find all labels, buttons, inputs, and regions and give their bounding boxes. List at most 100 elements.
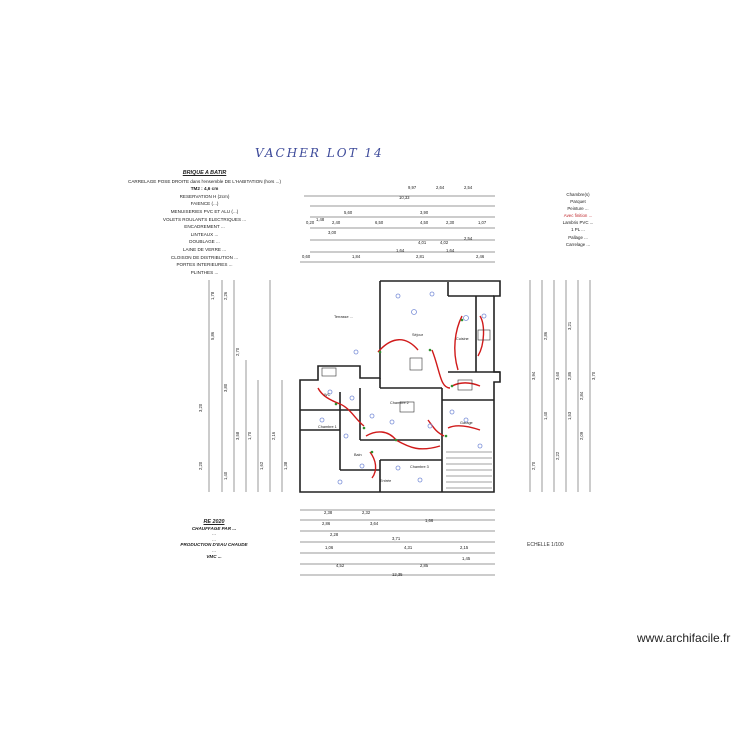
room-label: Entrée: [380, 479, 391, 483]
dim-label: 2,28: [330, 532, 339, 537]
dim-label: 3,80: [223, 383, 228, 392]
spec-line: Peinture ...: [567, 206, 589, 212]
dim-label: 1,70: [247, 431, 252, 440]
dim-label: 1,64: [396, 248, 405, 253]
dim-label: 1,07: [478, 220, 487, 225]
dim-label: 5,60: [344, 210, 353, 215]
dim-label: 1,38: [283, 461, 288, 470]
dim-label: 1,45: [462, 556, 471, 561]
specs-heading: RE 2020: [203, 519, 225, 525]
spec-line: MENUISERIES PVC ET ALU (...): [170, 208, 239, 214]
spec-line: ...: [212, 547, 216, 553]
walls: [299, 280, 501, 493]
dim-label: 2,30: [446, 220, 455, 225]
room-label: Terrasse ...: [334, 315, 353, 319]
watermark: www.archifacile.fr: [637, 631, 731, 645]
spec-line: LINTEAUX ...: [190, 231, 219, 237]
spec-line: RESERVATION H (2cm): [179, 193, 230, 199]
dim-label: 2,85: [420, 563, 429, 568]
spec-line: FAIENCE (...): [190, 201, 219, 207]
dim-label: 3,21: [567, 321, 572, 330]
dim-label: 9,97: [408, 185, 417, 190]
dim-label: 1,84: [352, 254, 361, 259]
dim-label: 4,02: [440, 240, 449, 245]
dimension-lines: [208, 195, 591, 576]
dim-label: 2,84: [579, 391, 584, 400]
dim-label: 1,48: [316, 217, 325, 222]
room-label: Cuisine: [456, 337, 469, 341]
spec-line: 1 PL ...: [571, 227, 585, 233]
spec-line: PRODUCTION D'EAU CHAUDE: [180, 542, 248, 548]
dim-label: 2,81: [416, 254, 425, 259]
staircase: [446, 451, 492, 489]
left-specifications: BRIQUE A BATIR CARRELAGE POSE DROITE dan…: [112, 170, 297, 276]
spec-line: ENCADREMENT ...: [184, 224, 225, 230]
room-labels: Terrasse ... Séjour Cuisine Chambre 1 Ch…: [318, 315, 473, 483]
spec-line: PORTES INTERIEURES ...: [176, 262, 233, 268]
right-dimension-labels: 3,94 2,86 1,40 3,60 3,21 2,85 1,53 2,22 …: [531, 321, 596, 470]
room-label: Garage: [460, 421, 473, 425]
dim-label: 3,58: [235, 431, 240, 440]
dim-label: 4,01: [418, 240, 427, 245]
dim-label: 1,40: [223, 471, 228, 480]
dim-label: 5,86: [210, 331, 215, 340]
spec-line: VOLETS ROULANTS ELECTRIQUES ...: [162, 216, 247, 222]
dim-label: 4,50: [420, 220, 429, 225]
spec-line-red: Avec finition ...: [563, 213, 593, 219]
dim-label: 3,60: [555, 371, 560, 380]
dim-label: 1,64: [446, 248, 455, 253]
room-label: Bain: [354, 453, 362, 457]
dim-label: 2,32: [362, 510, 371, 515]
electrical-circuits: [317, 315, 485, 479]
dim-label: 1,78: [210, 291, 215, 300]
spec-line: Carrelage ...: [565, 241, 591, 247]
room-label: WC: [324, 393, 331, 397]
dim-label: 2,38: [324, 510, 333, 515]
electrical-symbols: [319, 291, 487, 485]
dim-label: 3,70: [591, 371, 596, 380]
dim-label: 0,20: [306, 220, 315, 225]
specs-heading: BRIQUE A BATIR: [182, 170, 227, 176]
dim-label: 1,62: [259, 461, 264, 470]
dim-label: 3,90: [420, 210, 429, 215]
spec-line: ...: [212, 531, 216, 537]
spec-line: ...: [212, 536, 216, 542]
dim-label: 2,86: [322, 521, 331, 526]
bottom-specifications: RE 2020 CHAUFFAGE PAR ... ... ... PRODUC…: [160, 519, 268, 559]
left-dimension-labels: 1,78 5,86 2,26 3,80 2,70 3,58 1,40 3,20 …: [198, 291, 288, 480]
bottom-dimension-labels: 2,38 2,86 2,32 3,64 1,66 2,28 3,71 1,06 …: [322, 510, 471, 577]
dim-label: 3,94: [531, 371, 536, 380]
dim-label: 2,85: [567, 371, 572, 380]
dim-label: 2,22: [555, 451, 560, 460]
room-label: Chambre 2: [390, 401, 409, 405]
spec-line: VMC ...: [206, 553, 222, 559]
dim-label: 4,52: [336, 563, 345, 568]
dim-label: 2,70: [235, 347, 240, 356]
room-label: Séjour: [412, 333, 424, 337]
dim-label: 1,40: [543, 411, 548, 420]
dim-label: 3,20: [198, 403, 203, 412]
dim-label: 2,15: [460, 545, 469, 550]
dim-label: 4,31: [404, 545, 413, 550]
dim-label: 10,33: [399, 195, 410, 200]
room-label: Chambre 1: [318, 425, 337, 429]
spec-line: Parquet: [570, 199, 586, 205]
dim-label: 2,54: [464, 236, 473, 241]
dim-label: 0,60: [302, 254, 311, 259]
right-specifications: Chambre(s) Parquet Peinture ... Avec fin…: [528, 191, 628, 248]
spec-line: CLOISON DE DISTRIBUTION ...: [170, 254, 239, 260]
dim-label: 2,16: [271, 431, 276, 440]
dim-label: 3,71: [392, 536, 401, 541]
spec-line: CARRELAGE POSE DROITE dans l'ensemble DE…: [128, 178, 281, 184]
dim-label: 3,64: [370, 521, 379, 526]
scale-label: ECHELLE 1/100: [527, 542, 564, 548]
dim-label: 6,50: [375, 220, 384, 225]
dim-label: 12,35: [392, 572, 403, 577]
spec-line: DOUBLAGE ...: [189, 239, 220, 245]
spec-line: TM2 : 4,6 cm: [190, 186, 219, 192]
spec-line: Lambris PVC ...: [562, 220, 594, 226]
dim-label: 1,53: [567, 411, 572, 420]
spec-line: Pallage ...: [568, 234, 588, 240]
dim-label: 2,26: [223, 291, 228, 300]
spec-line: LAINE DE VERRE ...: [182, 246, 227, 252]
